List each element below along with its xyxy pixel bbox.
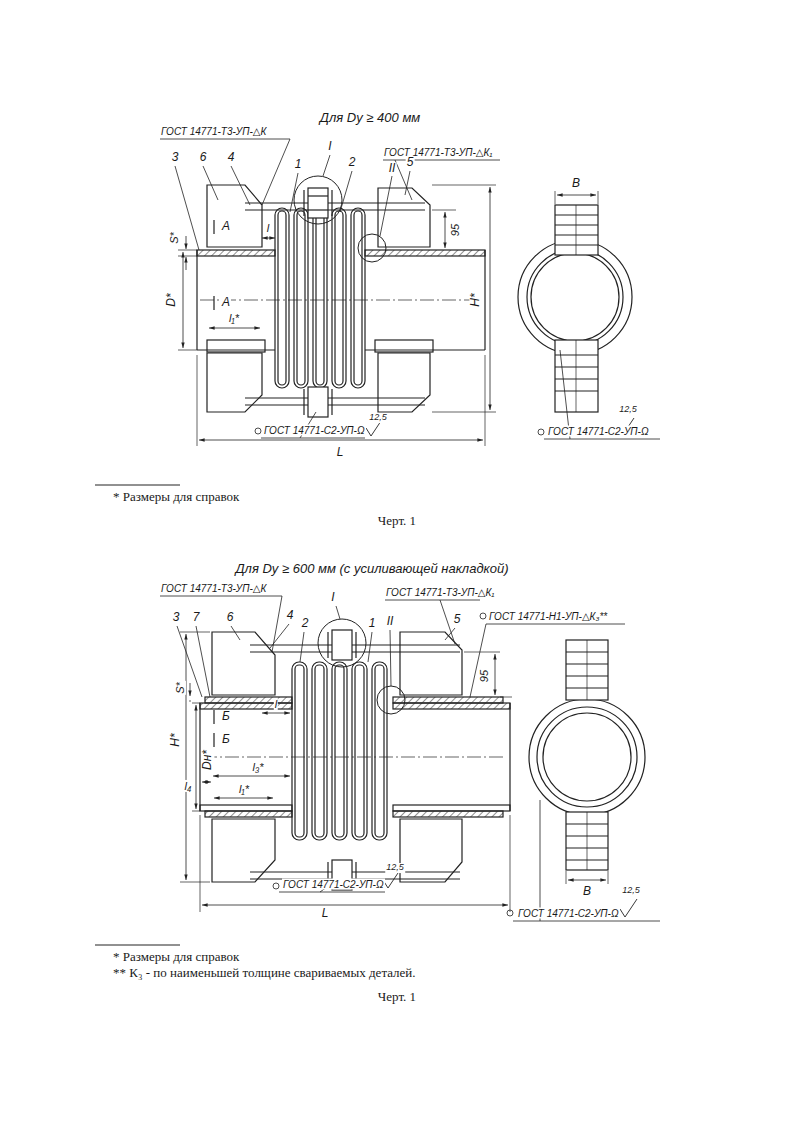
section-mark: Б	[221, 710, 231, 723]
figure-1-reinforced	[95, 596, 660, 945]
dimension: H*	[169, 732, 182, 747]
weld-spec: ГОСТ 14771-С2-УП-Ω	[547, 426, 650, 437]
weld-spec: ГОСТ 14771-С2-УП-Ω	[517, 908, 620, 919]
dimension: 95	[478, 669, 490, 683]
section-mark: А	[221, 220, 231, 233]
dimension: S*	[174, 681, 186, 695]
detail-mark: II	[388, 162, 397, 175]
callout-number: 4	[227, 151, 236, 164]
weld-spec: ГОСТ 14771-Т3-УП-△К₁	[385, 587, 496, 598]
roughness: 12,5	[385, 863, 405, 873]
detail-mark: I	[330, 591, 335, 604]
callout-number: 1	[294, 158, 303, 171]
figure-heading: Для Dу ≥ 400 мм	[319, 111, 421, 125]
figure-caption: Черт. 1	[377, 514, 417, 528]
dimension: В	[571, 177, 581, 190]
dimension: l₁*	[228, 312, 240, 324]
dimension: l	[266, 222, 270, 234]
weld-spec: ГОСТ 14771-Т3-УП-△К	[160, 583, 267, 594]
dimension: l₁*	[238, 783, 250, 795]
figure-caption: Черт. 1	[377, 990, 417, 1004]
callout-number: 7	[192, 611, 201, 624]
callout-number: 2	[301, 617, 310, 630]
callout-number: 2	[348, 156, 357, 169]
roughness: 12,5	[621, 886, 641, 896]
callout-number: 3	[171, 151, 180, 164]
dimension: L	[321, 907, 330, 920]
roughness: 12,5	[368, 413, 388, 423]
dimension: l₄	[184, 780, 193, 792]
callout-number: 5	[406, 156, 415, 169]
callout-number: 6	[199, 151, 208, 164]
weld-spec: ГОСТ 14771-Т3-УП-△К	[160, 126, 267, 137]
detail-mark: I	[327, 140, 332, 153]
footnote: ** К₃ - по наименьшей толщине свариваемы…	[112, 966, 417, 980]
weld-spec: ГОСТ 14771-Т3-УП-△К₁	[383, 147, 494, 158]
callout-number: 6	[226, 611, 235, 624]
figure-heading: Для Dу ≥ 600 мм (с усиливающей накладкой…	[234, 562, 509, 576]
footnote: * Размеры для справок	[112, 950, 240, 964]
figure-1	[95, 139, 660, 485]
section-mark: Б	[221, 733, 231, 746]
callout-number: 5	[453, 613, 462, 626]
callout-number: 1	[368, 617, 377, 630]
detail-mark: II	[386, 615, 395, 628]
dimension: L	[336, 446, 345, 459]
roughness: 12,5	[618, 405, 638, 415]
dimension: 95	[449, 223, 461, 237]
dimension: S*	[168, 231, 180, 245]
weld-spec: ГОСТ 14771-С2-УП-Ω	[282, 879, 385, 890]
weld-spec: ГОСТ 14771-С2-УП-Ω	[263, 425, 366, 436]
footnote: * Размеры для справок	[112, 490, 240, 504]
dimension: В	[582, 885, 592, 898]
dimension: l₃*	[251, 761, 264, 773]
section-mark: А	[221, 296, 231, 309]
dimension: l	[274, 698, 278, 710]
dimension: H*	[469, 292, 482, 307]
callout-number: 3	[172, 611, 181, 624]
weld-spec: ГОСТ 14771-Н1-УП-△К₃**	[488, 611, 608, 622]
callout-number: 4	[286, 609, 295, 622]
dimension: D*	[165, 292, 178, 307]
dimension: Dн*	[201, 749, 214, 771]
